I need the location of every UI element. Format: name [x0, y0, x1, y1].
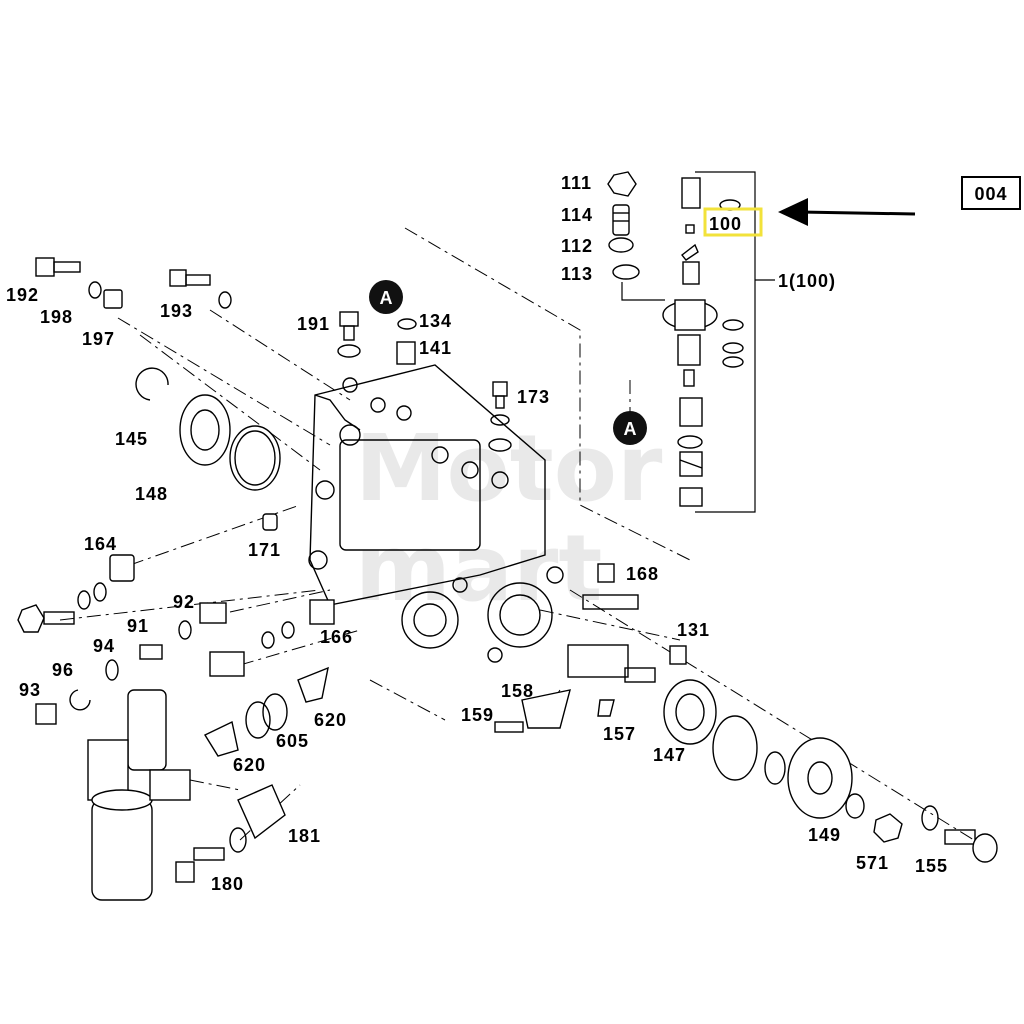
callout-171: 171	[248, 540, 281, 560]
callout-131: 131	[677, 620, 710, 640]
callout-134: 134	[419, 311, 452, 331]
callout-94: 94	[93, 636, 115, 656]
watermark: Motor mart	[355, 415, 663, 622]
callout-173: 173	[517, 387, 550, 407]
callout-91: 91	[127, 616, 149, 636]
detail-marker-top: A	[369, 280, 403, 314]
parts-upper-left	[35, 257, 281, 531]
figure-code-box: 004	[961, 176, 1021, 210]
parts-upper-middle	[337, 311, 512, 452]
callout-605: 605	[276, 731, 309, 751]
callout-166: 166	[320, 627, 353, 647]
callout-168: 168	[626, 564, 659, 584]
callout-155: 155	[915, 856, 948, 876]
callout-181: 181	[288, 826, 321, 846]
callout-620-left: 620	[233, 755, 266, 775]
watermark-line1: Motor	[355, 415, 663, 522]
callout-198: 198	[40, 307, 73, 327]
callout-112: 112	[561, 236, 593, 256]
callout-111: 111	[561, 173, 592, 193]
callout-159: 159	[461, 705, 494, 725]
valve-assembly	[662, 177, 744, 507]
assembly-label: 1(100)	[778, 271, 836, 291]
callout-96: 96	[52, 660, 74, 680]
callout-191: 191	[297, 314, 330, 334]
callout-180: 180	[211, 874, 244, 894]
detail-marker-right: A	[613, 411, 647, 445]
callout-193: 193	[160, 301, 193, 321]
callout-93: 93	[19, 680, 41, 700]
parts-lower-left	[87, 689, 286, 901]
part-callouts: 111 114 112 113 192 198 197 193 191 134 …	[6, 173, 948, 894]
callout-148: 148	[135, 484, 168, 504]
parts-left-middle	[17, 554, 335, 757]
callout-158: 158	[501, 681, 534, 701]
callout-149: 149	[808, 825, 841, 845]
pump-manifold-body	[308, 364, 564, 663]
callout-571: 571	[856, 853, 889, 873]
callout-192: 192	[6, 285, 39, 305]
callout-157: 157	[603, 724, 636, 744]
callout-145: 145	[115, 429, 148, 449]
parts-lower-right	[494, 563, 998, 863]
callout-147: 147	[653, 745, 686, 765]
highlight-box	[703, 207, 763, 237]
callout-92: 92	[173, 592, 195, 612]
callout-197: 197	[82, 329, 115, 349]
callout-620-right: 620	[314, 710, 347, 730]
callout-113: 113	[561, 264, 593, 284]
detail-marker-right-label: A	[624, 419, 637, 439]
parts-stack-111-113	[607, 171, 640, 280]
pointer-arrow-icon	[778, 198, 916, 226]
detail-marker-top-label: A	[380, 288, 393, 308]
figure-code-text: 004	[974, 184, 1007, 204]
callout-114: 114	[561, 205, 593, 225]
watermark-line2: mart	[355, 515, 602, 622]
callout-141: 141	[419, 338, 452, 358]
assembly-bracket	[621, 171, 775, 513]
highlighted-part-label: 100	[709, 214, 742, 234]
callout-164: 164	[84, 534, 117, 554]
